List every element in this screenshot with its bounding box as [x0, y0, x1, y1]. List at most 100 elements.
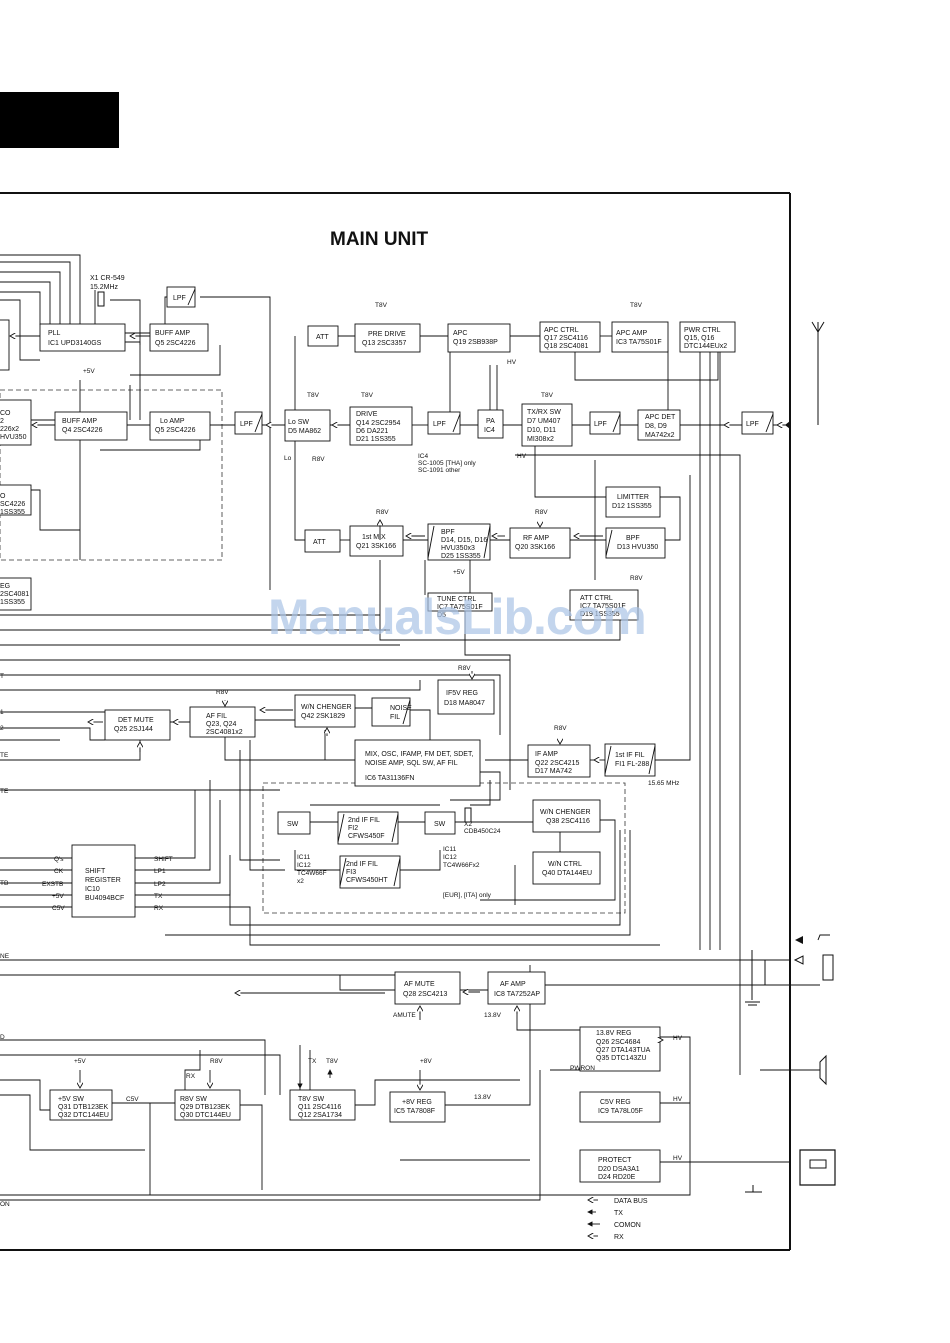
svg-text:D10, D11: D10, D11 [527, 427, 556, 434]
r8v-label: R8V [312, 456, 325, 463]
ic4-note: SC-1005 [THA] only [418, 460, 477, 467]
plus8v-label: +8V [420, 1058, 432, 1065]
svg-text:PRE DRIVE: PRE DRIVE [368, 331, 406, 338]
block-sw-right: SW [434, 821, 446, 828]
edge-label: T [0, 673, 4, 680]
r8v-label: R8V [376, 509, 389, 516]
svg-text:D19 1SS355: D19 1SS355 [580, 611, 620, 618]
svg-text:DTC144EUx2: DTC144EUx2 [684, 343, 727, 350]
ic11-label: x2 [297, 878, 304, 885]
block-sw-left: SW [287, 821, 299, 828]
lpf-label: LPF [240, 421, 253, 428]
svg-text:EG: EG [0, 583, 10, 590]
t8v-label: T8V [326, 1058, 339, 1065]
watermark: ManualsLib.com [268, 589, 647, 645]
svg-text:IC5 TA7808F: IC5 TA7808F [394, 1108, 435, 1115]
legend-item-data-bus: DATA BUS [614, 1198, 648, 1205]
t8v-label: T8V [307, 392, 320, 399]
svg-text:2SC4081x2: 2SC4081x2 [206, 729, 243, 736]
edge-label: NE [0, 953, 10, 960]
svg-text:AF FIL: AF FIL [206, 713, 227, 720]
v138-label: 13.8V [474, 1094, 492, 1101]
lpf-label: LPF [433, 421, 446, 428]
sr-output-label: TX [154, 893, 163, 900]
ic11-label: IC12 [297, 862, 311, 869]
legend-item-comon: COMON [614, 1222, 641, 1229]
svg-text:D13 HVU350: D13 HVU350 [617, 544, 658, 551]
svg-text:W/N CTRL: W/N CTRL [548, 861, 582, 868]
svg-text:DRIVE: DRIVE [356, 411, 378, 418]
svg-text:2nd IF FIL: 2nd IF FIL [348, 817, 380, 824]
edge-label: ON [0, 1201, 10, 1208]
svg-text:1st MIX: 1st MIX [362, 534, 386, 541]
svg-text:FI1 FL-288: FI1 FL-288 [615, 761, 649, 768]
amute-label: AMUTE [393, 1012, 416, 1019]
svg-text:LIMITTER: LIMITTER [617, 494, 649, 501]
t8v-label: T8V [541, 392, 554, 399]
sr-input-label: C5V [52, 905, 65, 912]
lpf-label: LPF [746, 421, 759, 428]
sr-output-label: LP1 [154, 868, 166, 875]
hv-label: HV [673, 1155, 683, 1162]
svg-text:IC10: IC10 [85, 886, 100, 893]
svg-text:T8V SW: T8V SW [298, 1096, 324, 1103]
svg-text:HVU350: HVU350 [0, 434, 27, 441]
svg-text:APC CTRL: APC CTRL [544, 327, 579, 334]
svg-text:D14, D15, D16: D14, D15, D16 [441, 537, 487, 544]
svg-text:ATT CTRL: ATT CTRL [580, 595, 613, 602]
svg-text:D21 1SS355: D21 1SS355 [356, 436, 396, 443]
r8v-label: R8V [216, 689, 229, 696]
t8v-label: T8V [361, 392, 374, 399]
svg-text:D18 MA8047: D18 MA8047 [444, 700, 485, 707]
legend: DATA BUS TX COMON RX [614, 1198, 648, 1241]
ic11-label: TC4W66F [297, 870, 327, 877]
edge-label: TB [0, 880, 8, 887]
edge-label: 1 [0, 709, 4, 716]
svg-text:IC7 TA75S01F: IC7 TA75S01F [437, 604, 483, 611]
edge-label: TE [0, 788, 9, 795]
svg-text:MA742x2: MA742x2 [645, 432, 675, 439]
svg-text:Q30 DTC144EU: Q30 DTC144EU [180, 1112, 231, 1119]
svg-text:13.8V REG: 13.8V REG [596, 1030, 631, 1037]
svg-text:IF AMP: IF AMP [535, 751, 558, 758]
svg-text:IC3 TA75S01F: IC3 TA75S01F [616, 339, 662, 346]
svg-text:D6 DA221: D6 DA221 [356, 428, 388, 435]
r8v-label: R8V [458, 665, 471, 672]
svg-text:Q15, Q16: Q15, Q16 [684, 335, 714, 342]
svg-text:TX/RX SW: TX/RX SW [527, 409, 561, 416]
svg-text:MI308x2: MI308x2 [527, 436, 554, 443]
svg-text:BUFF AMP: BUFF AMP [62, 418, 97, 425]
svg-text:PROTECT: PROTECT [598, 1157, 632, 1164]
edge-label: TE [0, 752, 9, 759]
c5v-label: C5V [126, 1096, 139, 1103]
svg-text:1SS355: 1SS355 [0, 509, 25, 516]
tx-label: TX [308, 1058, 317, 1065]
rx-label: RX [186, 1073, 196, 1080]
svg-text:CO: CO [0, 410, 11, 417]
svg-text:Q12 2SA1734: Q12 2SA1734 [298, 1112, 342, 1119]
svg-text:MIX, OSC, IFAMP, FM DET, SDET,: MIX, OSC, IFAMP, FM DET, SDET, [365, 751, 473, 758]
svg-text:SW: SW [434, 821, 446, 828]
svg-text:O: O [0, 493, 6, 500]
svg-text:W/N CHENGER: W/N CHENGER [540, 809, 591, 816]
svg-text:PA: PA [486, 418, 495, 425]
lpf-label: LPF [594, 421, 607, 428]
